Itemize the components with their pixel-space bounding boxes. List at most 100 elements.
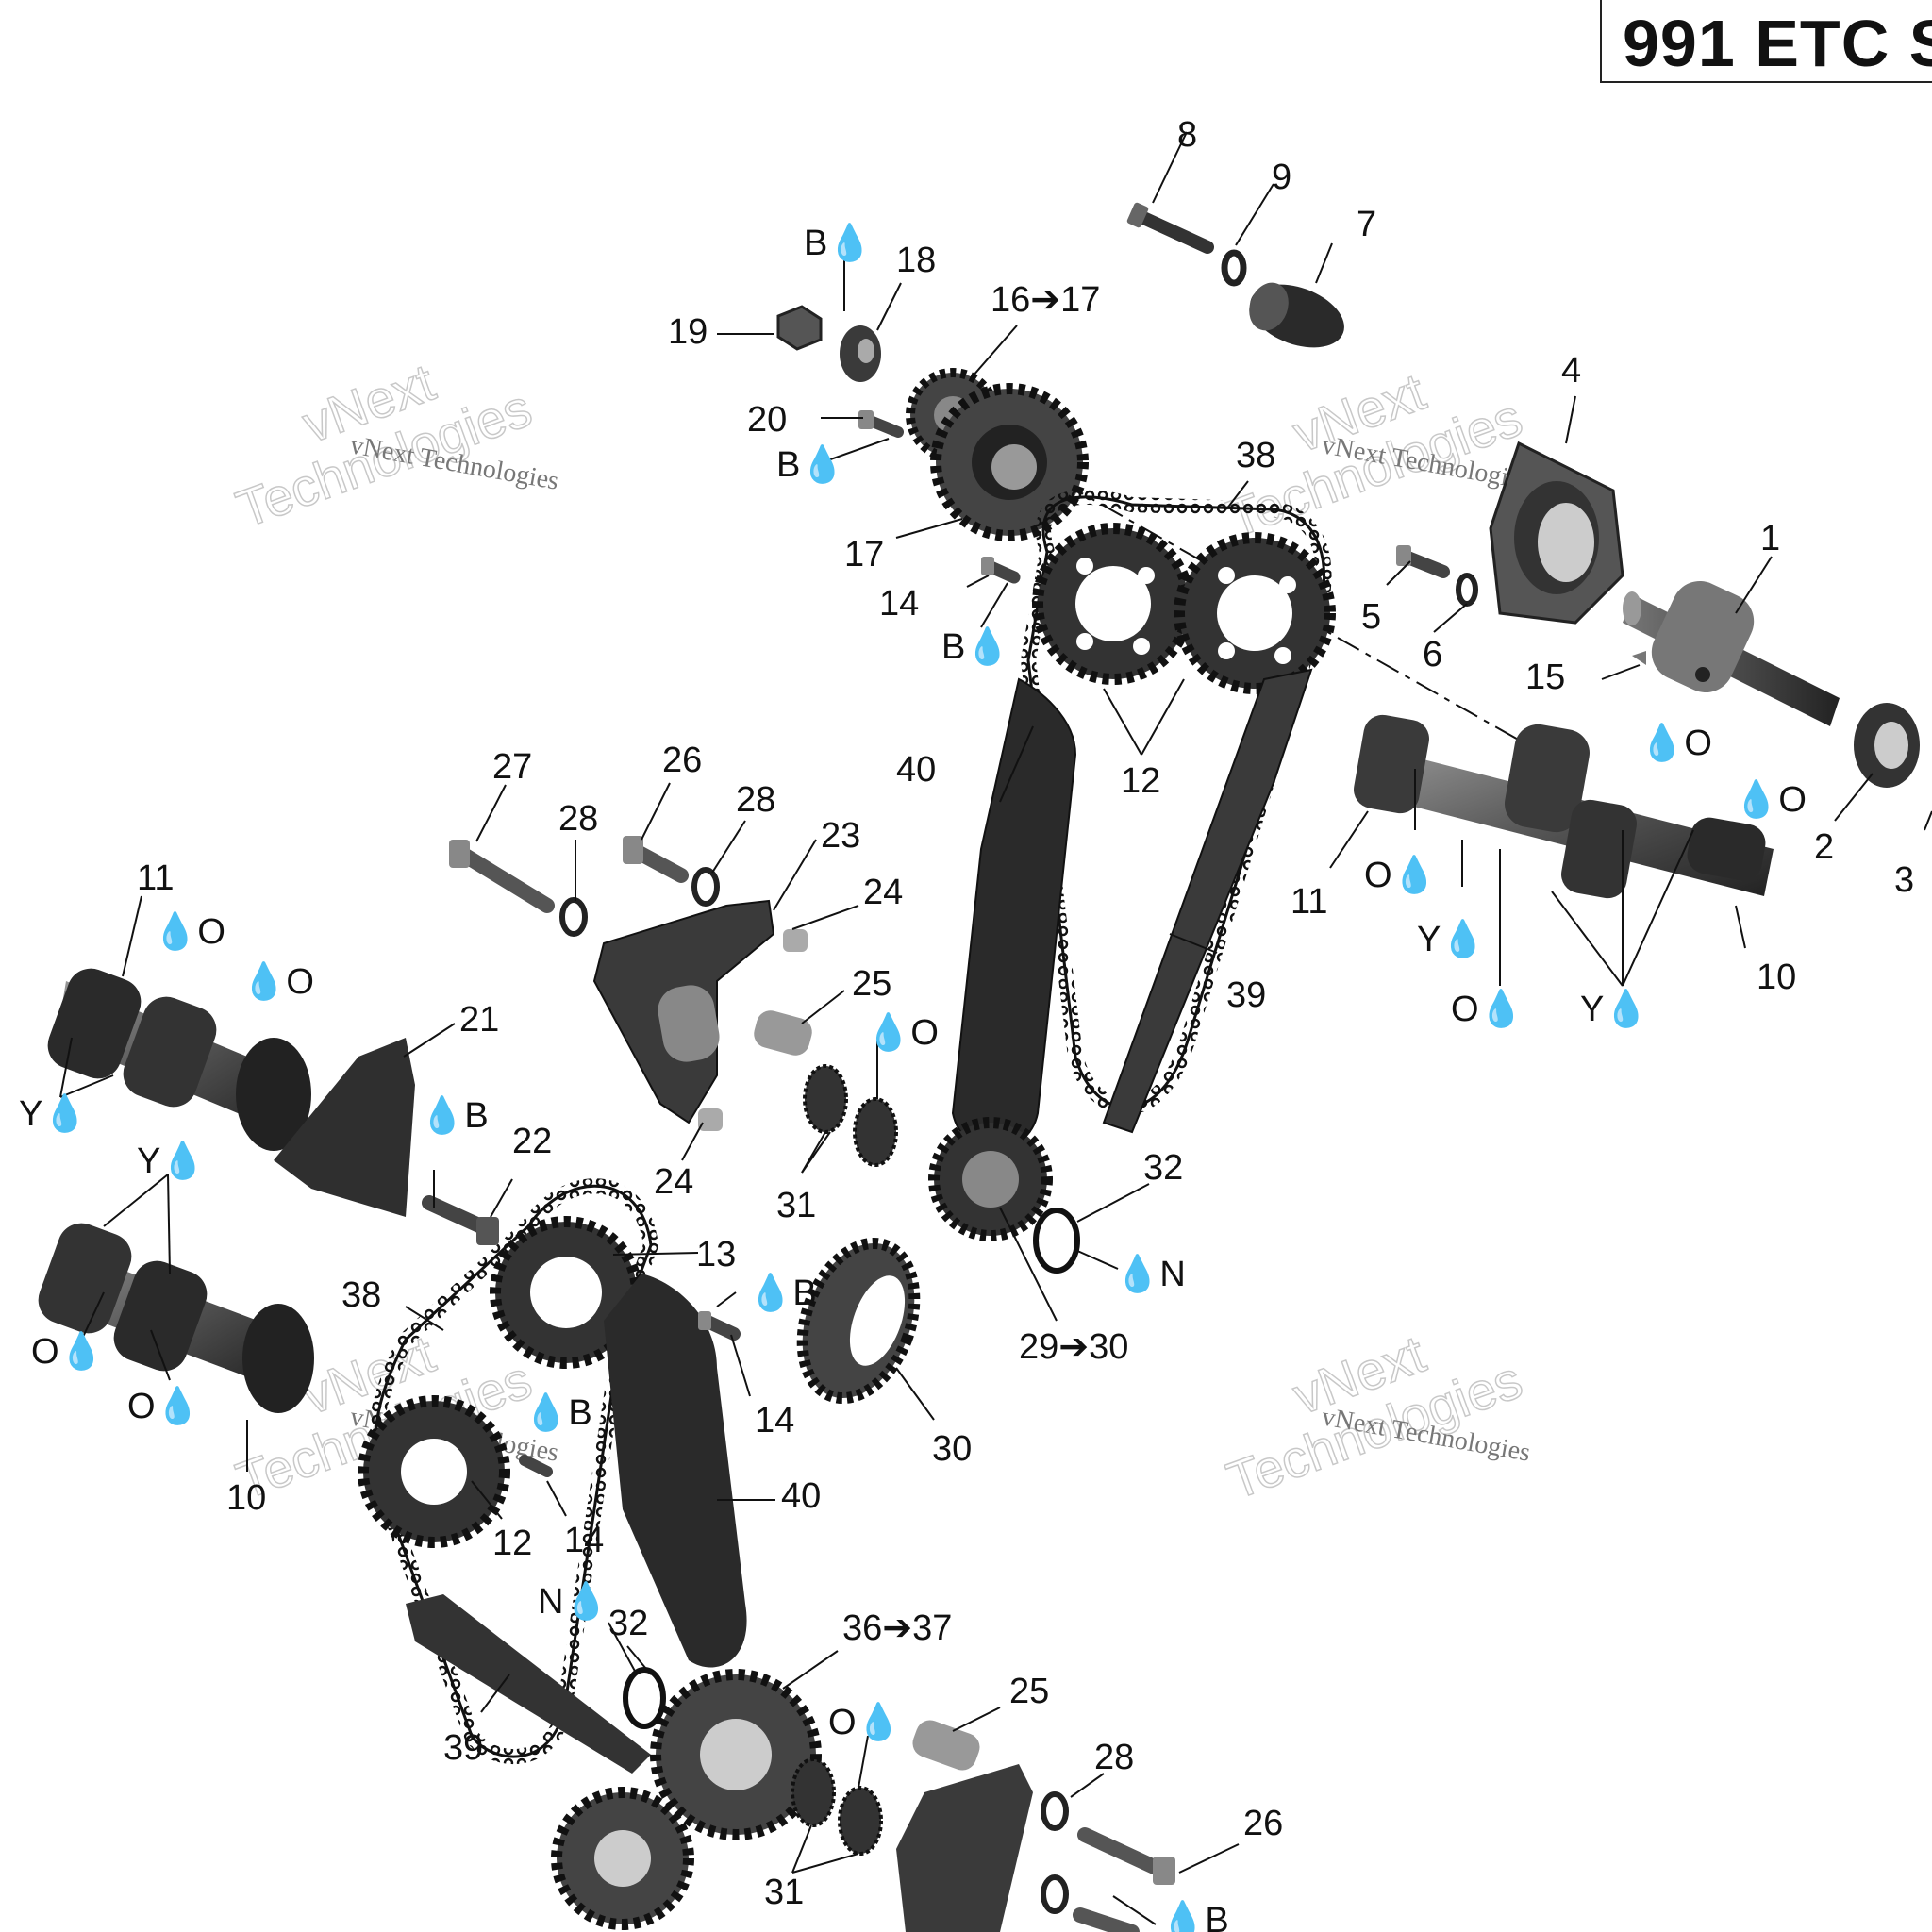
key-15 <box>1632 651 1646 665</box>
callout-oil-n: N💧 <box>538 1580 608 1622</box>
callout-28: 28 <box>736 780 775 820</box>
callout-14: 14 <box>755 1401 794 1441</box>
callout-11: 11 <box>137 858 174 898</box>
bolt-26-upper <box>623 836 689 883</box>
guide-39-upper <box>1102 668 1313 1134</box>
callout-5: 5 <box>1361 597 1381 637</box>
bolt-26-lower <box>1077 1827 1175 1885</box>
callout-31: 31 <box>776 1186 816 1225</box>
callout-oil-o: 💧O <box>1640 722 1712 763</box>
washer-32-lower <box>623 1667 666 1729</box>
bearing-31-lower <box>791 1757 883 1856</box>
callout-oil-o: 💧O <box>1734 778 1807 820</box>
callout-2: 2 <box>1814 827 1834 867</box>
gear-36 <box>650 1669 822 1840</box>
callout-24: 24 <box>654 1162 693 1202</box>
callout-9: 9 <box>1272 158 1291 197</box>
leader-lines <box>59 131 1932 1925</box>
title-box: 991 ETC S <box>1600 0 1932 83</box>
callout-21: 21 <box>459 1000 499 1040</box>
callout-36-37: 36➔37 <box>842 1608 952 1648</box>
callout-oil-y: Y💧 <box>137 1140 206 1181</box>
washer-lower <box>1041 1874 1069 1914</box>
callout-15: 15 <box>1525 658 1565 697</box>
bearing-housing-4 <box>1489 441 1624 625</box>
camshaft-upper-right <box>1354 714 1774 899</box>
callout-13: 13 <box>696 1235 736 1274</box>
bolt-27 <box>449 840 555 913</box>
callout-32: 32 <box>608 1604 648 1643</box>
callout-11: 11 <box>1291 882 1327 922</box>
callout-8: 8 <box>1177 115 1197 155</box>
bolt-5 <box>1396 545 1450 578</box>
callout-26: 26 <box>662 741 702 780</box>
gear-37 <box>551 1787 694 1930</box>
gear-17 <box>930 383 1089 541</box>
washer-28 <box>691 867 720 907</box>
callout-14: 14 <box>879 584 919 624</box>
callout-20: 20 <box>747 400 787 440</box>
sprocket-13 <box>490 1216 642 1369</box>
callout-14: 14 <box>564 1521 604 1560</box>
callout-39: 39 <box>1226 975 1266 1015</box>
callout-31: 31 <box>764 1873 804 1912</box>
callout-labels: 8 9 7 18 19 B💧 16➔17 4 20 B💧 38 17 1 14 … <box>19 115 1914 1932</box>
callout-3: 3 <box>1894 860 1914 900</box>
callout-16-17: 16➔17 <box>991 280 1100 320</box>
bolt-14-lower <box>698 1311 741 1341</box>
callout-oil-o: 💧O <box>242 960 314 1002</box>
callout-18: 18 <box>896 241 936 280</box>
callout-29-30: 29➔30 <box>1019 1327 1128 1367</box>
guide-40-upper <box>951 677 1077 1150</box>
sprocket-12-lower <box>358 1395 510 1548</box>
bracket-lower <box>896 1764 1033 1932</box>
callout-oil-o: 💧O <box>153 910 225 952</box>
callout-oil-o: O💧 <box>31 1330 104 1372</box>
callout-27: 27 <box>492 747 532 787</box>
camshaft-lower-left <box>38 1223 314 1413</box>
part-7-damper <box>1249 282 1344 348</box>
callout-12: 12 <box>492 1524 532 1563</box>
callout-17: 17 <box>844 535 884 575</box>
callout-32: 32 <box>1143 1148 1183 1188</box>
callout-oil-o: O💧 <box>1451 988 1524 1029</box>
callout-38: 38 <box>341 1275 381 1315</box>
bearing-2 <box>1854 703 1920 788</box>
callout-10: 10 <box>1757 958 1796 997</box>
callout-25: 25 <box>1009 1672 1049 1711</box>
pin-24 <box>698 1108 723 1131</box>
callout-oil-b: B💧 <box>776 443 845 485</box>
callout-28: 28 <box>558 799 598 839</box>
diagram-title: 991 ETC S <box>1623 7 1932 80</box>
bolt-20 <box>858 410 904 438</box>
callout-oil-o: 💧O <box>866 1011 939 1053</box>
callout-1: 1 <box>1760 519 1780 558</box>
callout-26: 26 <box>1243 1804 1283 1843</box>
sprocket-12-left <box>1032 523 1194 685</box>
callout-oil-b: B💧 <box>804 222 873 263</box>
bearing-31-upper <box>803 1064 898 1167</box>
callout-oil-y: Y💧 <box>1417 918 1486 959</box>
washer-28-lower <box>1041 1791 1069 1831</box>
callout-oil-b: 💧B <box>1160 1899 1229 1932</box>
nut-19 <box>776 305 823 351</box>
callout-25: 25 <box>852 964 891 1004</box>
callout-7: 7 <box>1357 205 1376 244</box>
callout-oil-b: B💧 <box>941 625 1010 667</box>
callout-oil-y: Y💧 <box>19 1092 88 1134</box>
sprocket-12-right <box>1174 532 1336 694</box>
callout-oil-b: 💧B <box>748 1272 817 1313</box>
callout-oil-o: O💧 <box>1364 854 1437 895</box>
callout-12: 12 <box>1121 761 1160 801</box>
callout-4: 4 <box>1561 351 1581 391</box>
gear-30 <box>796 1237 921 1405</box>
washer-28 <box>559 897 588 937</box>
callout-oil-b: 💧B <box>420 1094 489 1136</box>
callout-19: 19 <box>668 312 708 352</box>
bolt-14-upper <box>981 557 1021 584</box>
bolt-22 <box>422 1195 499 1245</box>
bolt-14-lower-2 <box>519 1455 553 1477</box>
callout-10: 10 <box>226 1478 266 1518</box>
